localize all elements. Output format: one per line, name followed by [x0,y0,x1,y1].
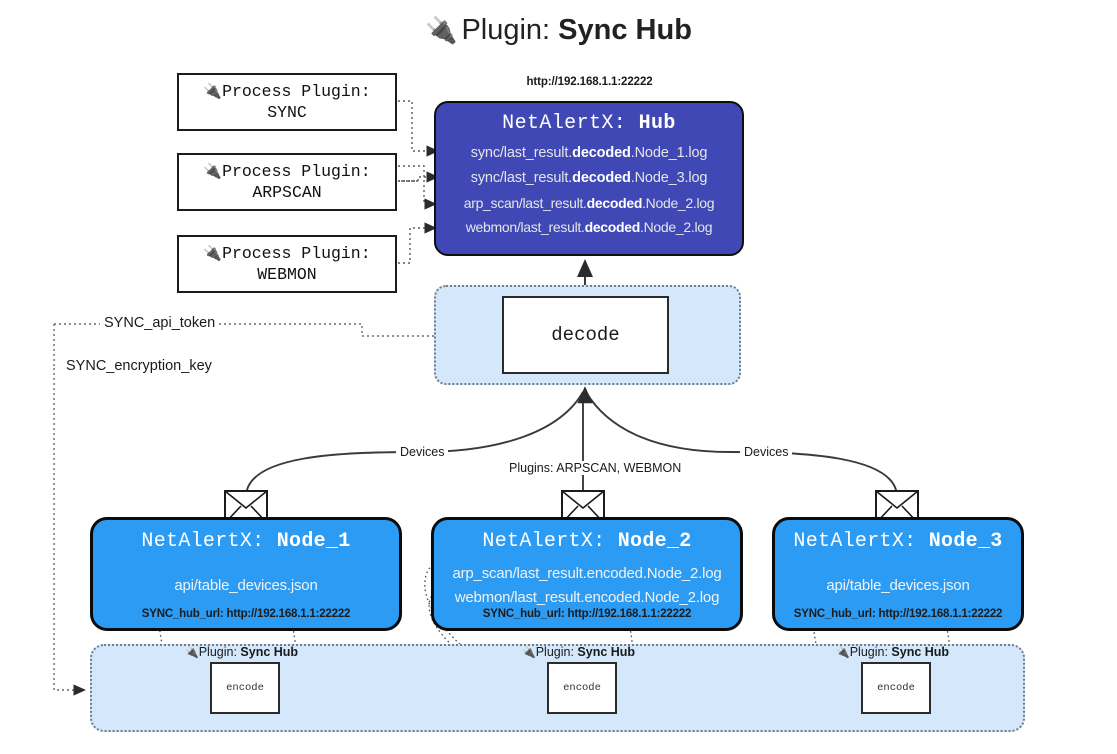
process-plugin-name: SYNC [267,103,307,122]
node-title: NetAlertX: Node_1 [141,530,351,553]
plug-icon: 🔌 [836,647,850,659]
hub-log-line: arp_scan/last_result.decoded.Node_2.log [463,194,715,211]
encode-box-node3[interactable]: encode [861,662,931,714]
process-plugin-sync[interactable]: 🔌Process Plugin: SYNC [177,73,397,131]
hub-log-line: sync/last_result.decoded.Node_1.log [470,145,708,161]
node-resource-line: api/table_devices.json [826,577,970,594]
node-title: NetAlertX: Node_2 [482,530,692,553]
node-resource-line: api/table_devices.json [174,577,318,594]
process-plugin-line1: 🔌Process Plugin: [203,161,370,182]
node-hub-url: SYNC_hub_url: http://192.168.1.1:22222 [793,608,1003,620]
process-plugin-name: WEBMON [257,265,317,284]
node-card-node1[interactable]: NetAlertX: Node_1 api/table_devices.json… [90,517,402,631]
hub-title-name: Hub [638,112,676,135]
node-title-name: Node_2 [617,530,692,553]
encoder-plugin-label: 🔌Plugin: Sync Hub [836,645,950,659]
plug-icon: 🔌 [203,161,223,180]
edge-label-plugins: Plugins: ARPSCAN, WEBMON [505,461,686,475]
encoder-plugin-label: 🔌Plugin: Sync Hub [522,645,636,659]
plug-icon: 🔌 [425,15,458,45]
node-body: arp_scan/last_result.encoded.Node_2.log … [434,562,740,611]
process-plugin-line1: 🔌Process Plugin: [203,81,370,102]
node-card-node3[interactable]: NetAlertX: Node_3 api/table_devices.json… [772,517,1024,631]
node-resource-line: arp_scan/last_result.encoded.Node_2.log [452,565,722,582]
process-plugin-arpscan[interactable]: 🔌Process Plugin: ARPSCAN [177,153,397,211]
process-plugin-webmon[interactable]: 🔌Process Plugin: WEBMON [177,235,397,293]
node-card-node2[interactable]: NetAlertX: Node_2 arp_scan/last_result.e… [431,517,743,631]
process-plugin-label: Process Plugin: [222,243,371,263]
node-hub-url: SYNC_hub_url: http://192.168.1.1:22222 [482,608,692,620]
hub-title-prefix: NetAlertX: [502,112,639,135]
hub-title: NetAlertX: Hub [436,112,742,135]
edge-label-devices-right: Devices [740,445,793,459]
plug-icon: 🔌 [185,647,199,659]
encoder-plugin-label: 🔌Plugin: Sync Hub [185,645,299,659]
process-plugin-label: Process Plugin: [222,161,371,181]
process-plugin-label: Process Plugin: [222,81,371,101]
node-title: NetAlertX: Node_3 [793,530,1003,553]
title-name: Sync Hub [558,14,692,46]
node-title-name: Node_3 [928,530,1003,553]
decode-box[interactable]: decode [502,296,669,374]
encode-box-node2[interactable]: encode [547,662,617,714]
plug-icon: 🔌 [203,243,223,262]
sync-encryption-key-label: SYNC_encryption_key [62,358,216,374]
edge-label-devices-left: Devices [396,445,449,459]
plug-icon: 🔌 [203,81,223,100]
node-title-name: Node_1 [276,530,351,553]
sync-api-token-label: SYNC_api_token [100,315,220,331]
hub-log-line: sync/last_result.decoded.Node_3.log [470,169,708,186]
process-plugin-name: ARPSCAN [252,183,322,202]
page-title: 🔌Plugin: Sync Hub [0,14,1117,47]
process-plugin-line1: 🔌Process Plugin: [203,243,370,264]
plug-icon: 🔌 [522,647,536,659]
node-body: api/table_devices.json [93,574,399,598]
encode-box-node1[interactable]: encode [210,662,280,714]
node-hub-url: SYNC_hub_url: http://192.168.1.1:22222 [141,608,351,620]
node-resource-line: webmon/last_result.encoded.Node_2.log [454,589,720,607]
hub-url-label: http://192.168.1.1:22222 [526,76,653,88]
node-body: api/table_devices.json [775,574,1021,598]
hub-log-line: webmon/last_result.decoded.Node_2.log [465,218,713,235]
hub-node[interactable]: NetAlertX: Hub sync/last_result.decoded.… [434,101,744,256]
title-prefix: Plugin: [461,14,559,46]
